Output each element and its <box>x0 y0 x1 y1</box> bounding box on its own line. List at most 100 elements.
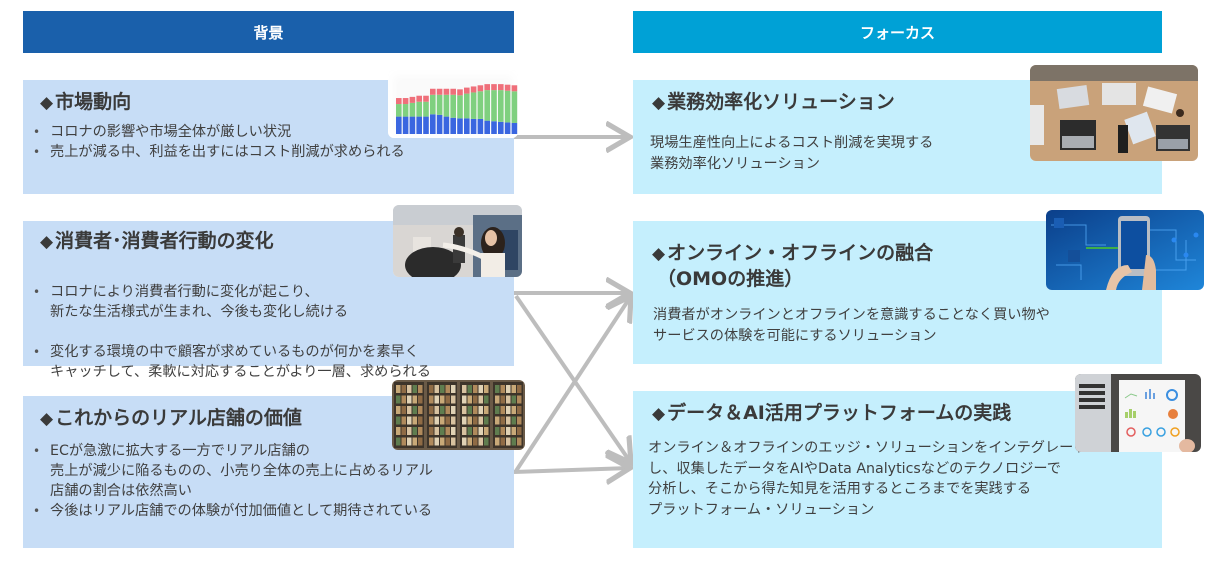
thumb-bar-red <box>450 88 456 95</box>
retail-store-shelves-photo <box>392 380 525 450</box>
shelf-product <box>396 385 401 393</box>
shelf-product <box>495 406 500 414</box>
shelf-product <box>484 437 489 446</box>
shelf-product <box>484 416 489 425</box>
shelf-product <box>484 406 489 414</box>
shelf-product <box>407 416 412 425</box>
header-background-label: 背景 <box>253 23 284 42</box>
shelf-product <box>451 427 456 435</box>
shelf-product <box>440 437 445 446</box>
bullet-item: コロナの影響や市場全体が厳しい状況 <box>23 122 405 142</box>
shelf-product <box>484 427 489 435</box>
office-meeting-laptops-photo <box>1030 65 1198 161</box>
shelf-product <box>462 416 467 425</box>
shelf-product <box>434 406 439 414</box>
thumb-bar-red <box>409 96 416 103</box>
shelf-product <box>429 427 434 435</box>
shelf-product <box>401 385 406 393</box>
shelf-product <box>506 427 511 435</box>
shelf-product <box>412 427 417 435</box>
shelf-product <box>462 406 467 414</box>
thumb-bar-blue <box>457 118 463 134</box>
shelf-product <box>418 416 423 425</box>
thumb-bar-red <box>402 98 409 105</box>
shelf-product <box>451 395 456 404</box>
thumb-bar-blue <box>498 121 504 134</box>
shelf-product <box>500 385 505 393</box>
thumb-bar-green <box>402 104 409 117</box>
diamond-icon: ◆ <box>40 232 54 252</box>
diamond-icon: ◆ <box>40 409 54 429</box>
shelf-product <box>462 427 467 435</box>
thumb-bar-red <box>396 98 402 105</box>
shelf-product <box>478 416 483 425</box>
thumb-bar-green <box>498 90 504 122</box>
header-focus-label: フォーカス <box>859 23 935 42</box>
shelf-product <box>407 395 412 404</box>
thumb-bar-blue <box>416 116 422 134</box>
shelf-product <box>500 437 505 446</box>
thumb-bar-blue <box>511 122 518 134</box>
shelf-product <box>517 406 522 414</box>
shelf-product <box>506 385 511 393</box>
box-description: オンライン＆オフラインのエッジ・ソリューションをインテグレート し、収集したデー… <box>648 440 1088 518</box>
shelf-product <box>451 416 456 425</box>
shelf-product <box>434 395 439 404</box>
thumb-bar-green <box>430 94 436 115</box>
shelf-product <box>517 395 522 404</box>
bullet-item: ECが急激に拡大する一方でリアル店舗の 売上が減少に陥るものの、小売り全体の売上… <box>23 441 433 501</box>
thumb-bar-blue <box>470 118 477 134</box>
thumb-bar-blue <box>443 116 450 134</box>
shelf-product <box>401 437 406 446</box>
thumb-bar-red <box>511 85 518 92</box>
shelf-product <box>517 385 522 393</box>
thumb-bar-green <box>443 94 450 117</box>
shelf-product <box>478 406 483 414</box>
thumb-bar-red <box>430 88 436 95</box>
shelf-product <box>401 395 406 404</box>
shelf-product <box>451 406 456 414</box>
shelf-product <box>484 385 489 393</box>
shelf-product <box>445 385 450 393</box>
thumb-bar-blue <box>450 117 456 134</box>
box-description: 消費者がオンラインとオフラインを意識することなく買い物や サービスの体験を可能に… <box>653 307 1050 344</box>
bullet-list: コロナの影響や市場全体が厳しい状況 売上が減る中、利益を出すにはコスト削減が求め… <box>23 122 405 162</box>
thumb-bar-red <box>477 85 484 92</box>
shelf-product <box>429 437 434 446</box>
box-title: ◆データ＆AI活用プラットフォームの実践 <box>652 402 1012 424</box>
thumb-bar-blue <box>504 122 511 134</box>
thumb-bar-green <box>409 102 416 117</box>
shelf-product <box>396 437 401 446</box>
shelf-product <box>467 406 472 414</box>
diamond-icon: ◆ <box>40 93 54 113</box>
shelf-product <box>467 437 472 446</box>
thumb-bar-blue <box>484 120 490 134</box>
shelf-product <box>500 427 505 435</box>
thumb-bar-blue <box>430 114 436 134</box>
box-title: ◆オンライン・オフラインの融合 <box>652 242 934 264</box>
diamond-icon: ◆ <box>652 404 666 424</box>
bullet-list: コロナにより消費者行動に変化が起こり、 新たな生活様式が生まれ、今後も変化し続け… <box>23 262 431 402</box>
thumb-bar-green <box>484 90 490 121</box>
header-background: 背景 <box>23 11 514 53</box>
thumb-bar-green <box>491 90 497 122</box>
bullet-item: 今後はリアル店舗での体験が付加価値として期待されている <box>23 501 433 521</box>
shelf-product <box>511 427 516 435</box>
shelf-product <box>495 395 500 404</box>
thumb-bar-green <box>457 95 463 119</box>
shelf-product <box>467 395 472 404</box>
shelf-product <box>440 427 445 435</box>
thumb-bar-red <box>491 84 497 91</box>
shelf-product <box>473 427 478 435</box>
shelf-product <box>418 427 423 435</box>
shelf-product <box>407 437 412 446</box>
shelf-product <box>407 406 412 414</box>
shelf-product <box>500 395 505 404</box>
shelf-product <box>451 385 456 393</box>
shelf-product <box>506 406 511 414</box>
shelf-product <box>473 416 478 425</box>
shelf-product <box>495 416 500 425</box>
shelf-product <box>511 416 516 425</box>
shelf-product <box>495 427 500 435</box>
thumb-bar-red <box>423 95 429 102</box>
